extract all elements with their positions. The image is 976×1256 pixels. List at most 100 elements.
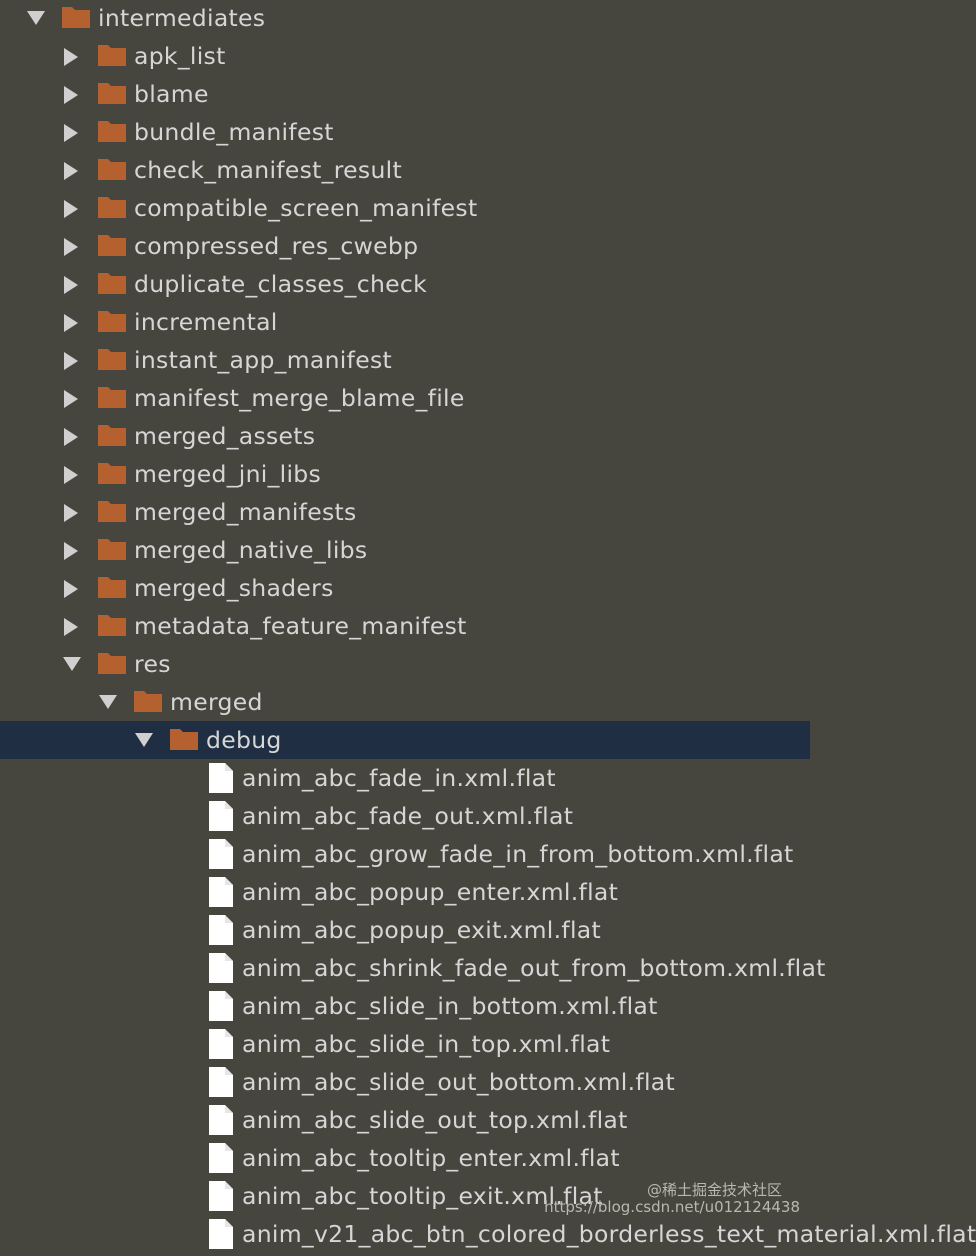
collapse-arrow-right-icon[interactable] xyxy=(63,265,83,303)
collapse-arrow-right-icon[interactable] xyxy=(63,417,83,455)
folder-icon xyxy=(98,120,126,142)
tree-item-label: merged_assets xyxy=(134,422,316,450)
tree-item-label: res xyxy=(134,650,171,678)
folder-icon xyxy=(98,424,126,446)
folder-icon xyxy=(98,82,126,104)
tree-item-label: debug xyxy=(206,726,282,754)
expand-arrow-down-icon[interactable] xyxy=(99,683,119,721)
folder-icon xyxy=(98,576,126,598)
tree-item-anim-abc-shrink-fade-out-from-bottom-xml-flat[interactable]: anim_abc_shrink_fade_out_from_bottom.xml… xyxy=(0,949,825,987)
tree-item-instant-app-manifest[interactable]: instant_app_manifest xyxy=(0,341,810,379)
file-icon xyxy=(208,1180,234,1212)
tree-item-anim-abc-tooltip-exit-xml-flat[interactable]: anim_abc_tooltip_exit.xml.flat xyxy=(0,1177,810,1215)
tree-item-anim-abc-fade-out-xml-flat[interactable]: anim_abc_fade_out.xml.flat xyxy=(0,797,810,835)
folder-icon xyxy=(98,462,126,484)
expand-arrow-down-icon[interactable] xyxy=(27,0,47,37)
tree-item-label: check_manifest_result xyxy=(134,156,402,184)
tree-item-res[interactable]: res xyxy=(0,645,810,683)
collapse-arrow-right-icon[interactable] xyxy=(63,189,83,227)
collapse-arrow-right-icon[interactable] xyxy=(63,303,83,341)
tree-item-label: duplicate_classes_check xyxy=(134,270,428,298)
tree-item-label: manifest_merge_blame_file xyxy=(134,384,465,412)
folder-icon xyxy=(98,44,126,66)
tree-item-check-manifest-result[interactable]: check_manifest_result xyxy=(0,151,810,189)
tree-item-merged-assets[interactable]: merged_assets xyxy=(0,417,810,455)
file-icon xyxy=(208,1028,234,1060)
tree-item-label: merged_manifests xyxy=(134,498,357,526)
tree-item-manifest-merge-blame-file[interactable]: manifest_merge_blame_file xyxy=(0,379,810,417)
tree-item-label: merged_native_libs xyxy=(134,536,368,564)
collapse-arrow-right-icon[interactable] xyxy=(63,569,83,607)
tree-item-label: anim_abc_popup_enter.xml.flat xyxy=(242,878,619,906)
folder-icon xyxy=(98,614,126,636)
folder-icon xyxy=(98,310,126,332)
tree-item-merged-jni-libs[interactable]: merged_jni_libs xyxy=(0,455,810,493)
tree-item-label: anim_abc_fade_out.xml.flat xyxy=(242,802,574,830)
tree-item-label: merged_shaders xyxy=(134,574,334,602)
tree-item-merged-shaders[interactable]: merged_shaders xyxy=(0,569,810,607)
tree-item-intermediates[interactable]: intermediates xyxy=(0,0,810,37)
tree-item-anim-abc-fade-in-xml-flat[interactable]: anim_abc_fade_in.xml.flat xyxy=(0,759,810,797)
tree-item-label: bundle_manifest xyxy=(134,118,334,146)
tree-item-anim-abc-popup-exit-xml-flat[interactable]: anim_abc_popup_exit.xml.flat xyxy=(0,911,810,949)
tree-item-bundle-manifest[interactable]: bundle_manifest xyxy=(0,113,810,151)
tree-item-debug[interactable]: debug xyxy=(0,721,810,759)
tree-item-label: intermediates xyxy=(98,4,266,32)
tree-item-anim-abc-slide-out-top-xml-flat[interactable]: anim_abc_slide_out_top.xml.flat xyxy=(0,1101,810,1139)
folder-icon xyxy=(98,234,126,256)
expand-arrow-down-icon[interactable] xyxy=(135,721,155,759)
tree-item-duplicate-classes-check[interactable]: duplicate_classes_check xyxy=(0,265,810,303)
tree-item-blame[interactable]: blame xyxy=(0,75,810,113)
folder-icon xyxy=(134,690,162,712)
collapse-arrow-right-icon[interactable] xyxy=(63,227,83,265)
tree-item-anim-abc-popup-enter-xml-flat[interactable]: anim_abc_popup_enter.xml.flat xyxy=(0,873,810,911)
collapse-arrow-right-icon[interactable] xyxy=(63,341,83,379)
expand-arrow-down-icon[interactable] xyxy=(63,645,83,683)
tree-item-anim-abc-tooltip-enter-xml-flat[interactable]: anim_abc_tooltip_enter.xml.flat xyxy=(0,1139,810,1177)
tree-item-label: apk_list xyxy=(134,42,226,70)
tree-item-anim-v21-abc-btn-colored-borderless-text-material-xml-flat[interactable]: anim_v21_abc_btn_colored_borderless_text… xyxy=(0,1215,976,1253)
tree-item-compatible-screen-manifest[interactable]: compatible_screen_manifest xyxy=(0,189,810,227)
collapse-arrow-right-icon[interactable] xyxy=(63,493,83,531)
folder-icon xyxy=(98,652,126,674)
folder-icon xyxy=(62,6,90,28)
tree-item-merged[interactable]: merged xyxy=(0,683,810,721)
file-icon xyxy=(208,800,234,832)
collapse-arrow-right-icon[interactable] xyxy=(63,151,83,189)
tree-item-label: blame xyxy=(134,80,209,108)
collapse-arrow-right-icon[interactable] xyxy=(63,37,83,75)
tree-item-merged-manifests[interactable]: merged_manifests xyxy=(0,493,810,531)
tree-item-apk-list[interactable]: apk_list xyxy=(0,37,810,75)
file-icon xyxy=(208,1142,234,1174)
tree-item-label: anim_abc_slide_in_top.xml.flat xyxy=(242,1030,611,1058)
file-icon xyxy=(208,952,234,984)
tree-item-anim-abc-slide-in-bottom-xml-flat[interactable]: anim_abc_slide_in_bottom.xml.flat xyxy=(0,987,810,1025)
tree-item-merged-native-libs[interactable]: merged_native_libs xyxy=(0,531,810,569)
tree-item-label: incremental xyxy=(134,308,278,336)
collapse-arrow-right-icon[interactable] xyxy=(63,379,83,417)
folder-icon xyxy=(98,500,126,522)
file-icon xyxy=(208,1066,234,1098)
folder-icon xyxy=(98,348,126,370)
tree-item-incremental[interactable]: incremental xyxy=(0,303,810,341)
collapse-arrow-right-icon[interactable] xyxy=(63,455,83,493)
tree-item-label: anim_abc_popup_exit.xml.flat xyxy=(242,916,602,944)
collapse-arrow-right-icon[interactable] xyxy=(63,531,83,569)
tree-item-label: anim_abc_slide_out_bottom.xml.flat xyxy=(242,1068,675,1096)
tree-item-label: merged_jni_libs xyxy=(134,460,322,488)
tree-item-anim-abc-slide-in-top-xml-flat[interactable]: anim_abc_slide_in_top.xml.flat xyxy=(0,1025,810,1063)
tree-item-metadata-feature-manifest[interactable]: metadata_feature_manifest xyxy=(0,607,810,645)
collapse-arrow-right-icon[interactable] xyxy=(63,113,83,151)
watermark-text: @稀土掘金技术社区 xyxy=(646,1181,782,1199)
folder-icon xyxy=(98,158,126,180)
tree-item-anim-abc-grow-fade-in-from-bottom-xml-flat[interactable]: anim_abc_grow_fade_in_from_bottom.xml.fl… xyxy=(0,835,810,873)
collapse-arrow-right-icon[interactable] xyxy=(63,75,83,113)
tree-item-compressed-res-cwebp[interactable]: compressed_res_cwebp xyxy=(0,227,810,265)
tree-item-label: instant_app_manifest xyxy=(134,346,393,374)
tree-item-label: compressed_res_cwebp xyxy=(134,232,419,260)
tree-item-label: anim_v21_abc_btn_colored_borderless_text… xyxy=(242,1220,976,1248)
file-icon xyxy=(208,914,234,946)
tree-item-anim-abc-slide-out-bottom-xml-flat[interactable]: anim_abc_slide_out_bottom.xml.flat xyxy=(0,1063,810,1101)
collapse-arrow-right-icon[interactable] xyxy=(63,607,83,645)
